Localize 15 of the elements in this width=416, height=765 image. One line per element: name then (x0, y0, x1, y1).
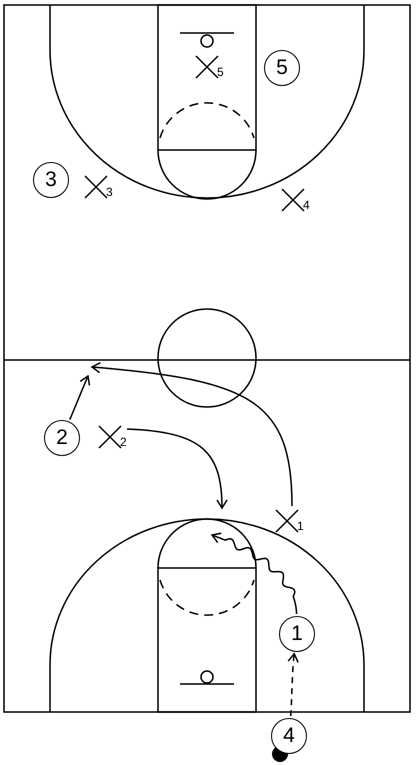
cut-arrow (91, 362, 293, 506)
defender-mark: 1 (275, 509, 309, 537)
cut-arrow (126, 428, 228, 509)
player-circle: 4 (271, 718, 307, 754)
player-circle: 5 (264, 50, 300, 86)
player-circle: 3 (33, 162, 69, 198)
defender-mark: 3 (84, 175, 118, 203)
player-circle: 2 (44, 420, 80, 456)
player-circle: 1 (279, 616, 315, 652)
defender-mark: 2 (98, 425, 132, 453)
dribble-arrow (211, 532, 298, 614)
defender-mark: 5 (195, 55, 229, 83)
cut-arrow (69, 375, 90, 420)
defender-mark: 4 (281, 188, 315, 216)
pass-arrow (288, 653, 299, 716)
